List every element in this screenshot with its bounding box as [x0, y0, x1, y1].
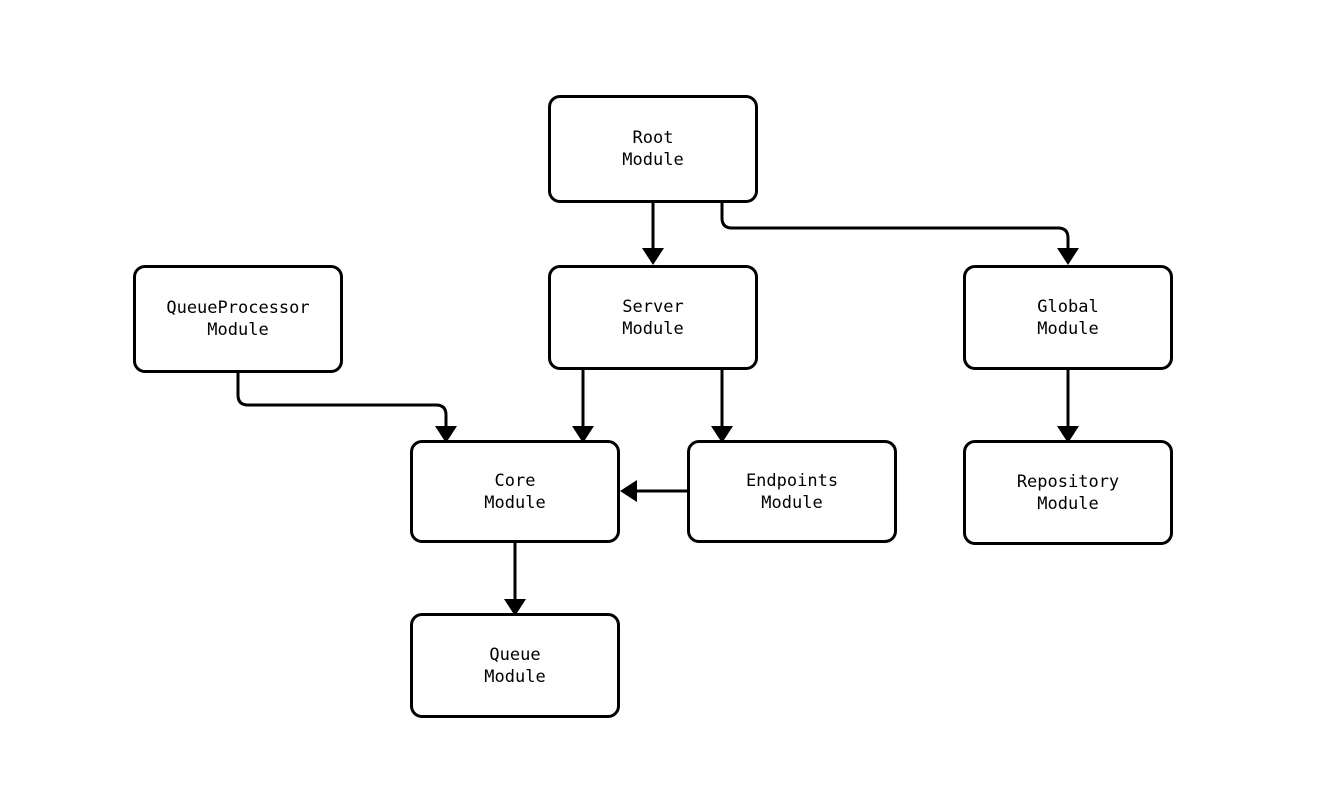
- node-queue-module[interactable]: Queue Module: [410, 613, 620, 718]
- node-core-module-label: Core Module: [484, 470, 546, 513]
- node-global-module-label: Global Module: [1037, 296, 1099, 339]
- edge-queueprocessor-to-core: [236, 373, 457, 443]
- node-root-module[interactable]: Root Module: [548, 95, 758, 203]
- arrowhead-left: [620, 480, 637, 502]
- node-queueprocessor-module[interactable]: QueueProcessor Module: [133, 265, 343, 373]
- node-global-module[interactable]: Global Module: [963, 265, 1173, 370]
- edge-global-to-repository: [1057, 370, 1079, 443]
- node-endpoints-module-label: Endpoints Module: [745, 470, 839, 513]
- arrowhead-down: [435, 426, 457, 443]
- arrowhead-down: [642, 248, 664, 265]
- node-queueprocessor-module-label: QueueProcessor Module: [166, 298, 310, 340]
- arrowhead-down: [572, 426, 594, 443]
- edge-root-to-server: [642, 203, 664, 265]
- arrowhead-down: [1057, 248, 1079, 265]
- arrowhead-down: [711, 426, 733, 443]
- node-repository-module-label: Repository Module: [1016, 471, 1120, 514]
- edge-server-to-endpoints: [711, 370, 733, 443]
- node-endpoints-module[interactable]: Endpoints Module: [687, 440, 897, 543]
- edge-core-to-queue: [504, 543, 526, 616]
- node-queue-module-label: Queue Module: [484, 644, 546, 687]
- arrowhead-down: [1057, 426, 1079, 443]
- node-core-module[interactable]: Core Module: [410, 440, 620, 543]
- node-repository-module[interactable]: Repository Module: [963, 440, 1173, 545]
- arrowhead-down: [504, 599, 526, 616]
- node-root-module-label: Root Module: [622, 128, 684, 170]
- edge-root-to-global: [720, 203, 1079, 265]
- node-server-module[interactable]: Server Module: [548, 265, 758, 370]
- edge-endpoints-to-core: [620, 480, 687, 502]
- edge-server-to-core: [572, 370, 594, 443]
- node-server-module-label: Server Module: [622, 296, 684, 339]
